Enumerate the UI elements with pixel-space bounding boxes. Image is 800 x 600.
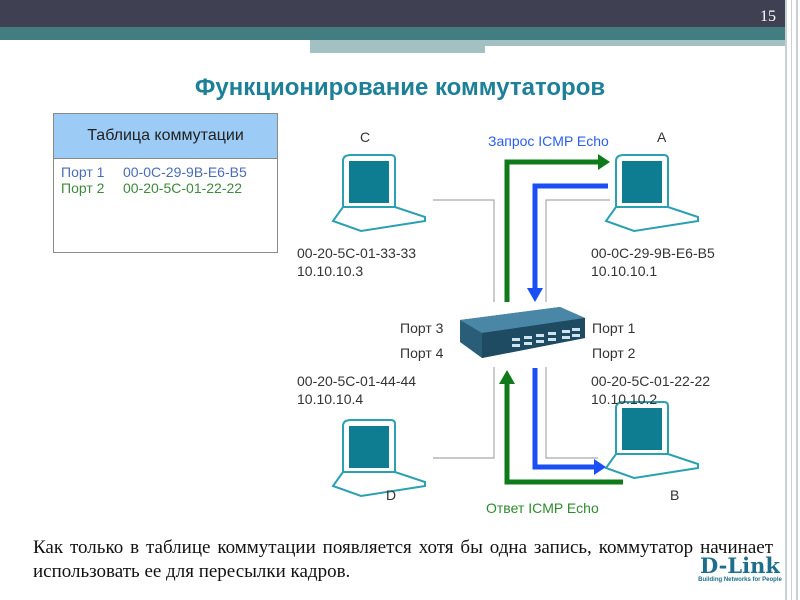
port-4-label: Порт 4 [400,345,444,361]
arrowhead-icon [598,154,610,170]
request-arrow-to-b [532,368,596,470]
arrowhead-icon [594,459,606,475]
switching-table: Таблица коммутации Порт 1 00-0C-29-9B-E6-… [53,113,278,253]
laptop-a-icon [605,154,699,232]
decor-bar [310,40,485,53]
host-b-ip: 10.10.10.2 [591,391,657,407]
mac-cell: 00-0C-29-9B-E6-B5 [123,164,247,180]
body-text: Как только в таблице коммутации появляет… [33,537,773,582]
host-label-c: C [360,129,370,145]
laptop-b-icon [605,401,699,479]
port-cell: Порт 1 [61,164,105,180]
laptop-d-icon [332,419,426,497]
host-label-b: B [670,487,679,503]
switch-icon [460,307,585,358]
decor-line [791,0,792,600]
port-2-label: Порт 2 [592,345,636,361]
request-label: Запрос ICMP Echo [488,133,609,149]
decor-line [796,0,798,600]
dlink-logo: D-Link Building Networks for People [695,553,785,584]
request-arrow-down [532,183,608,290]
host-d-ip: 10.10.10.4 [297,391,363,407]
cable-d [433,367,495,459]
request-arrow-up [504,159,598,302]
port-cell: Порт 2 [61,180,105,196]
header-accent-band [0,27,785,40]
page-number: 15 [760,8,776,25]
slide-title: Функционирование коммутаторов [194,74,606,101]
logo-name: D-Link [700,553,780,578]
host-label-a: A [657,129,667,145]
table-row: Порт 2 00-20-5C-01-22-22 [54,180,277,196]
table-row: Порт 1 00-0C-29-9B-E6-B5 [54,164,277,180]
port-1-label: Порт 1 [592,320,636,336]
cable-a [545,199,610,302]
table-header: Таблица коммутации [54,114,277,159]
cables [433,199,610,459]
logo-tagline: Building Networks for People [698,577,782,583]
host-c-ip: 10.10.10.3 [297,263,363,279]
header-bar [0,0,785,27]
decor-line [785,0,787,600]
cable-c [433,199,495,302]
arrowhead-icon [527,288,543,302]
mac-cell: 00-20-5C-01-22-22 [123,180,243,196]
laptop-c-icon [332,154,426,232]
host-c-mac: 00-20-5C-01-33-33 [297,245,416,261]
host-label-d: D [386,487,396,503]
host-a-mac: 00-0C-29-9B-E6-B5 [591,245,715,261]
host-b-mac: 00-20-5C-01-22-22 [591,373,710,389]
host-d-mac: 00-20-5C-01-44-44 [297,373,416,389]
reply-label: Ответ ICMP Echo [486,500,599,516]
arrowhead-icon [499,370,515,384]
port-3-label: Порт 3 [400,320,444,336]
decor-bar [485,40,785,46]
host-a-ip: 10.10.10.1 [591,263,657,279]
reply-arrow [504,382,623,485]
cable-b [545,367,598,459]
